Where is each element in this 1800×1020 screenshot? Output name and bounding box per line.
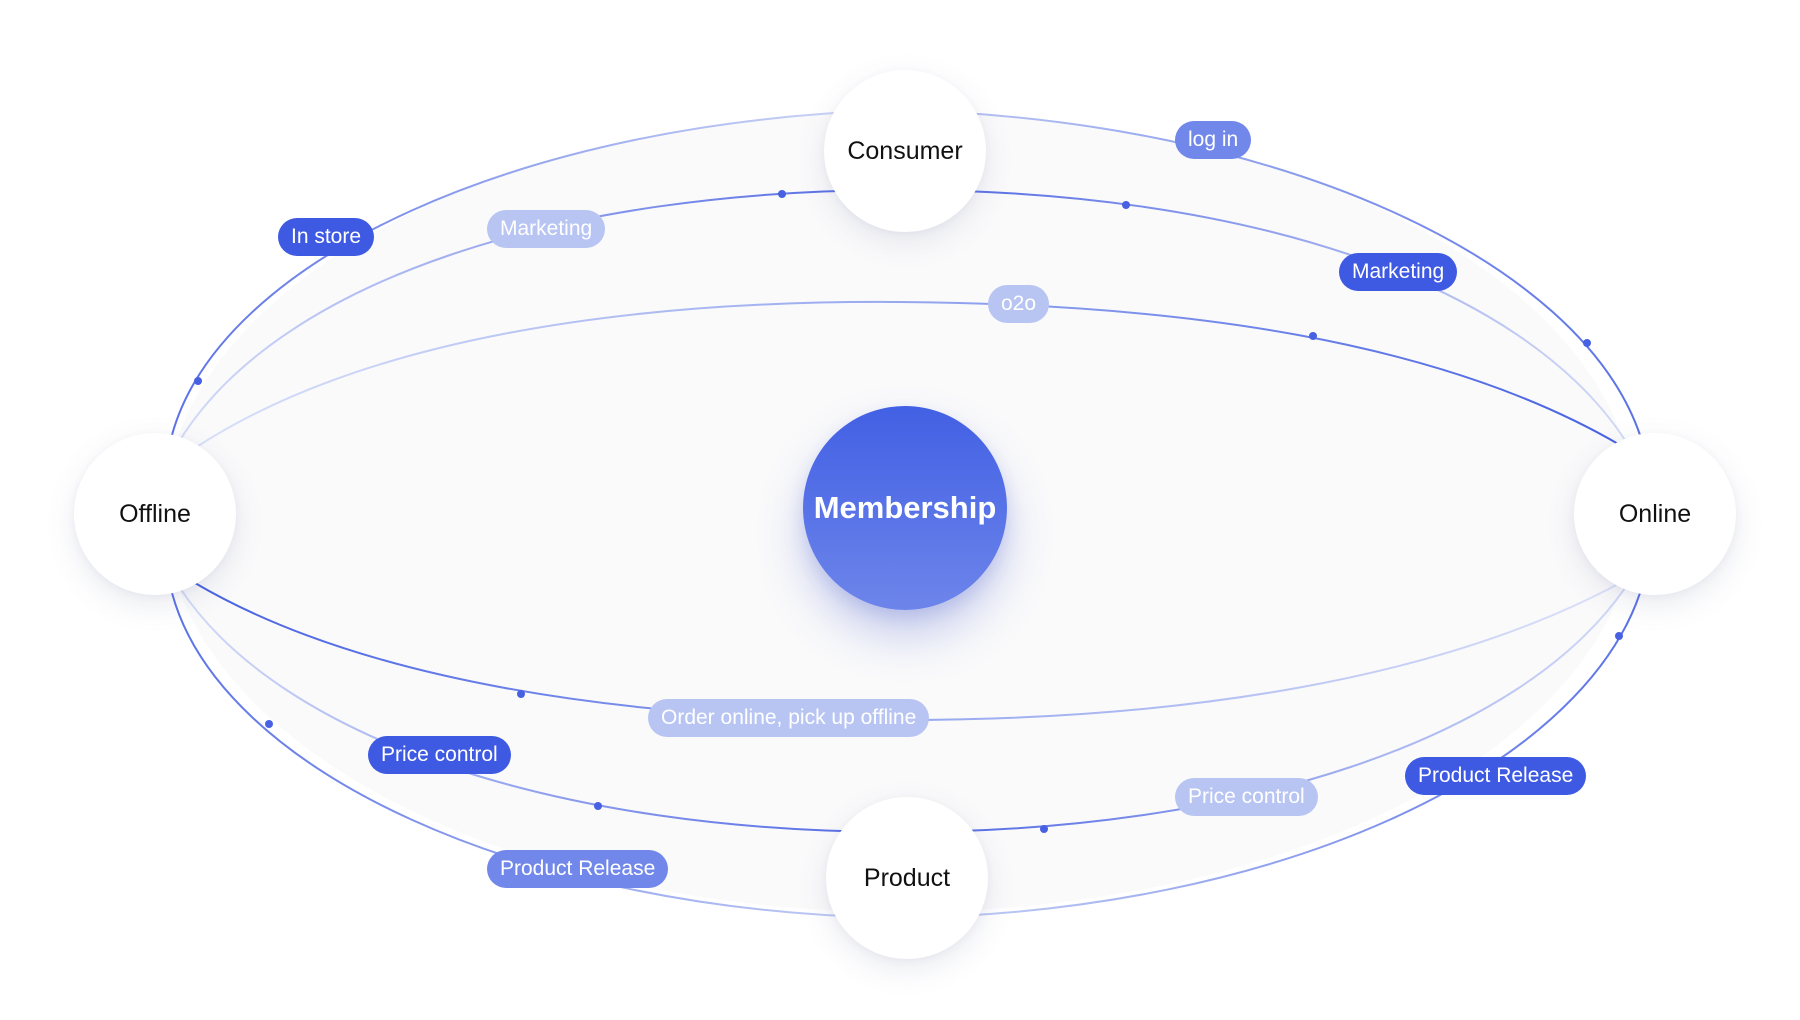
- path-dot: [594, 802, 602, 810]
- tag-in-store: In store: [278, 218, 375, 256]
- node-consumer: Consumer: [824, 70, 986, 232]
- path-dot: [517, 690, 525, 698]
- arc-top-inner: [194, 300, 1621, 449]
- tag-price-control-right: Price control: [1175, 778, 1318, 816]
- tag-price-control-left: Price control: [368, 736, 511, 774]
- tag-marketing-left: Marketing: [487, 210, 606, 248]
- tag-log-in: log in: [1175, 121, 1252, 159]
- path-dot: [1615, 632, 1623, 640]
- tag-product-release-right: Product Release: [1405, 757, 1587, 795]
- path-dot: [1040, 825, 1048, 833]
- tag-order-online-pick-up-offline: Order online, pick up offline: [648, 699, 930, 737]
- tag-o2o: o2o: [988, 285, 1050, 323]
- path-dot: [1583, 339, 1591, 347]
- membership-hub: Membership: [803, 406, 1007, 610]
- node-online-label: Online: [1618, 499, 1692, 528]
- tag-product-release-left: Product Release: [487, 850, 669, 888]
- node-offline: Offline: [74, 433, 236, 595]
- path-dot: [1309, 332, 1317, 340]
- path-dot: [194, 377, 202, 385]
- node-online: Online: [1574, 433, 1736, 595]
- path-dot: [265, 720, 273, 728]
- node-product-label: Product: [863, 863, 951, 892]
- node-offline-label: Offline: [119, 499, 191, 528]
- tag-marketing-right: Marketing: [1339, 253, 1458, 291]
- path-dot: [1122, 201, 1130, 209]
- node-product: Product: [826, 797, 988, 959]
- membership-hub-label: Membership: [813, 490, 997, 525]
- node-consumer-label: Consumer: [847, 136, 963, 165]
- path-dot: [778, 190, 786, 198]
